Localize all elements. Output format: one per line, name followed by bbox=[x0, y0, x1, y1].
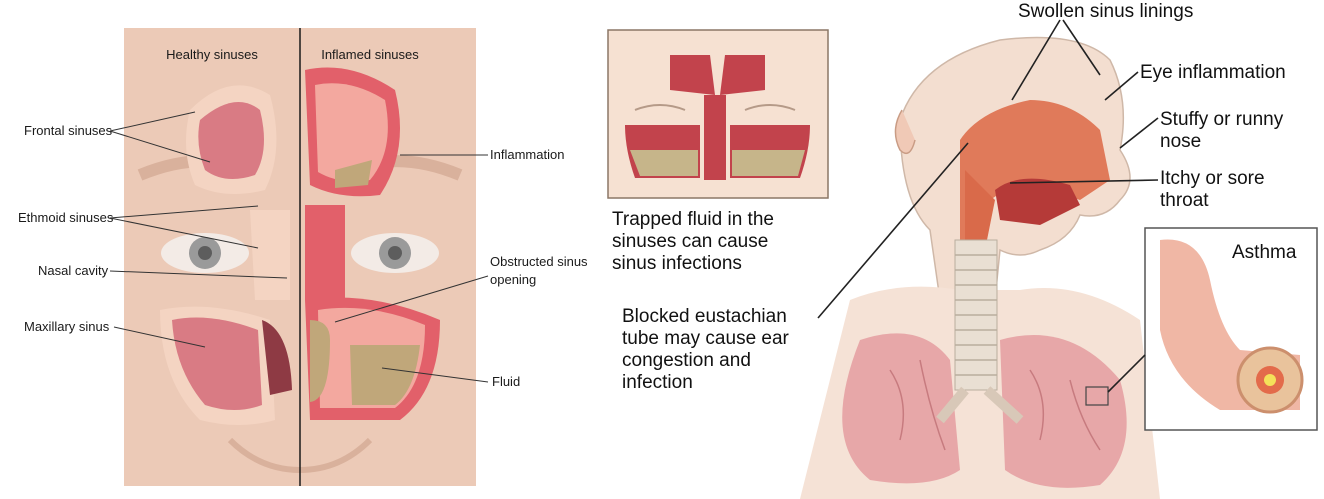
blocked-text-3: congestion and bbox=[622, 350, 751, 371]
label-fluid: Fluid bbox=[492, 374, 520, 389]
label-maxillary-sinus: Maxillary sinus bbox=[24, 319, 110, 334]
label-eye-inflammation: Eye inflammation bbox=[1140, 62, 1286, 83]
label-asthma: Asthma bbox=[1232, 242, 1297, 263]
left-eye bbox=[161, 233, 249, 273]
header-inflamed: Inflamed sinuses bbox=[321, 47, 419, 62]
blocked-text-1: Blocked eustachian bbox=[622, 306, 787, 327]
blocked-text-2: tube may cause ear bbox=[622, 328, 790, 349]
trapped-text-3: sinus infections bbox=[612, 253, 742, 274]
label-nasal-cavity: Nasal cavity bbox=[38, 263, 109, 278]
sinusitis-symptoms-figure: Trapped fluid in the sinuses can cause s… bbox=[600, 0, 1324, 499]
trapped-text-1: Trapped fluid in the bbox=[612, 209, 774, 230]
trapped-fluid-inset bbox=[608, 30, 828, 198]
label-stuffy-2: nose bbox=[1160, 131, 1201, 152]
blocked-text-4: infection bbox=[622, 372, 693, 393]
label-stuffy-1: Stuffy or runny bbox=[1160, 109, 1284, 130]
trapped-text-2: sinuses can cause bbox=[612, 231, 768, 252]
head-silhouette bbox=[895, 38, 1130, 301]
label-frontal-sinuses: Frontal sinuses bbox=[24, 123, 113, 138]
header-healthy: Healthy sinuses bbox=[166, 47, 258, 62]
label-inflammation: Inflammation bbox=[490, 147, 564, 162]
label-throat-2: throat bbox=[1160, 190, 1209, 211]
sinus-comparison-figure: Healthy sinuses Inflamed sinuses Frontal… bbox=[0, 0, 600, 499]
label-ethmoid-sinuses: Ethmoid sinuses bbox=[18, 210, 114, 225]
right-eye bbox=[351, 233, 439, 273]
label-throat-1: Itchy or sore bbox=[1160, 168, 1265, 189]
label-obstructed-2: opening bbox=[490, 272, 536, 287]
label-obstructed-1: Obstructed sinus bbox=[490, 254, 588, 269]
label-swollen-sinus-linings: Swollen sinus linings bbox=[1018, 1, 1193, 22]
